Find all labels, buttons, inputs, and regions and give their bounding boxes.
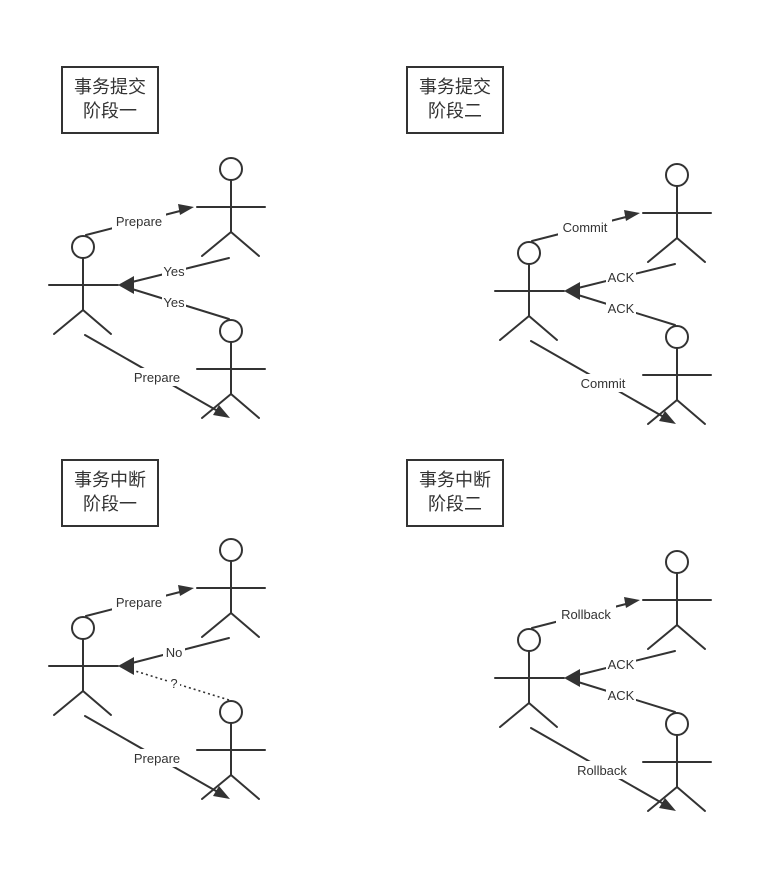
participant-figure-bottom <box>196 319 266 419</box>
request-label-bottom: Commit <box>581 376 626 391</box>
reply-label-top: ACK <box>608 270 635 285</box>
arrowhead <box>659 411 676 424</box>
request-label-top: Prepare <box>116 595 162 610</box>
title-line1: 事务中断 <box>419 470 491 491</box>
participant-figure-top <box>196 538 266 638</box>
arrowhead <box>118 276 134 294</box>
arrowhead <box>564 669 580 687</box>
coordinator-figure <box>48 235 119 335</box>
request-label-top: Prepare <box>116 214 162 229</box>
request-label-top: Commit <box>563 220 608 235</box>
coordinator-figure <box>494 628 565 728</box>
participant-figure-top <box>642 550 712 650</box>
title-line2: 阶段一 <box>83 494 137 515</box>
title-box-commit-phase2: 事务提交 阶段二 <box>406 66 504 134</box>
arrowhead <box>564 282 580 300</box>
coordinator-figure <box>48 616 119 716</box>
title-box-commit-phase1: 事务提交 阶段一 <box>61 66 159 134</box>
title-box-abort-phase1: 事务中断 阶段一 <box>61 459 159 527</box>
reply-label-bottom: ACK <box>608 688 635 703</box>
title-line2: 阶段一 <box>83 101 137 122</box>
participant-figure-top <box>642 163 712 263</box>
arrowhead <box>624 597 640 608</box>
title-line1: 事务中断 <box>74 470 146 491</box>
reply-label-top: ACK <box>608 657 635 672</box>
request-label-top: Rollback <box>561 607 611 622</box>
request-label-bottom: Prepare <box>134 751 180 766</box>
title-line2: 阶段二 <box>428 494 482 515</box>
panel-commit-phase1: Prepare Yes Yes Prepare <box>48 157 266 419</box>
reply-label-bottom: ACK <box>608 301 635 316</box>
panel-abort-phase1: Prepare No ? Prepare <box>48 538 266 800</box>
participant-figure-bottom <box>642 325 712 425</box>
reply-label-top: Yes <box>163 264 185 279</box>
panel-commit-phase2: Commit ACK ACK Commit <box>494 163 712 425</box>
arrowhead <box>118 657 134 675</box>
arrowhead <box>624 210 640 221</box>
title-line1: 事务提交 <box>419 77 491 98</box>
reply-label-bottom: ? <box>170 676 177 691</box>
arrowhead <box>178 204 194 215</box>
participant-figure-bottom <box>642 712 712 812</box>
participant-figure-bottom <box>196 700 266 800</box>
arrowhead <box>213 405 230 418</box>
request-label-bottom: Prepare <box>134 370 180 385</box>
title-box-abort-phase2: 事务中断 阶段二 <box>406 459 504 527</box>
coordinator-figure <box>494 241 565 341</box>
request-label-bottom: Rollback <box>577 763 627 778</box>
reply-label-bottom: Yes <box>163 295 185 310</box>
arrowhead <box>178 585 194 596</box>
title-line2: 阶段二 <box>428 101 482 122</box>
panel-abort-phase2: Rollback ACK ACK Rollback <box>494 550 712 812</box>
arrowhead <box>213 786 230 799</box>
participant-figure-top <box>196 157 266 257</box>
title-line1: 事务提交 <box>74 77 146 98</box>
reply-arrow-bottom-unknown <box>131 669 230 701</box>
reply-label-top: No <box>166 645 183 660</box>
arrowhead <box>659 798 676 811</box>
